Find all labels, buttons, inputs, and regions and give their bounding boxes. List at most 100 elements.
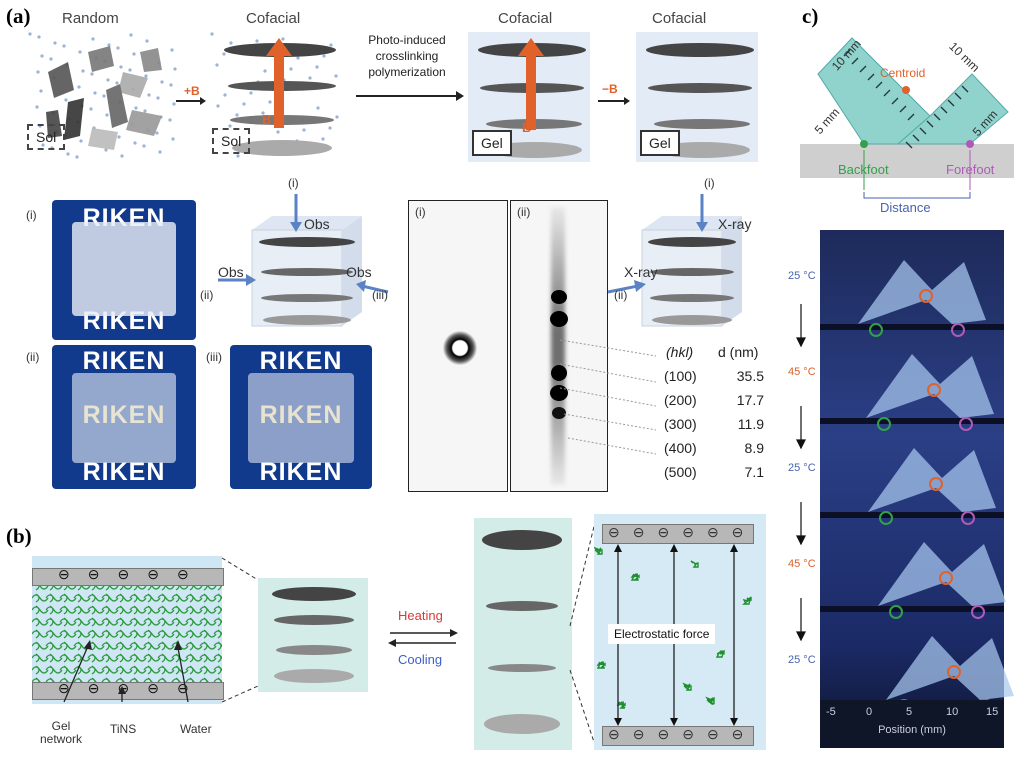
reflection-hkl: (400) [664, 440, 697, 456]
reflection-row: (300) 11.9 [664, 416, 774, 440]
gel-cube-2 [72, 373, 176, 463]
gel-network-line-2: network [40, 732, 83, 746]
axis-tick-label: 10 [946, 706, 959, 718]
reflection-d: 35.5 [736, 368, 764, 384]
reflection-row: (200) 17.7 [664, 392, 774, 416]
tins-label: TiNS [110, 722, 137, 736]
charge-20: ⊖ [682, 726, 707, 742]
reflection-leader-lines [559, 339, 657, 455]
obs-tag-i: (i) [288, 176, 299, 190]
charges-bottom: ⊖⊖⊖⊖⊖ [58, 680, 228, 697]
stack-cool-sheets [272, 587, 356, 683]
sol-tag-2: Sol [212, 128, 251, 154]
charge-5: ⊖ [176, 566, 207, 582]
observation-diagram [218, 194, 389, 327]
charge-6: ⊖ [58, 680, 88, 696]
reflection-d: 8.9 [744, 440, 764, 456]
reflection-row: (400) 8.9 [664, 440, 774, 464]
cofacial-gel-illustration-2 [646, 43, 754, 158]
reflection-d: 17.7 [736, 392, 764, 408]
zoom-lines-left [221, 557, 259, 703]
riken-photo-i: RIKEN RIKEN [52, 200, 196, 340]
stage-cofacial-label-2: Cofacial [498, 10, 553, 27]
cooling-label: Cooling [398, 652, 443, 667]
obs-label-left: Obs [218, 264, 244, 280]
xray-label-left: X-ray [624, 264, 658, 280]
xray-label-top: X-ray [718, 216, 752, 232]
reflection-table: (100) 35.5 (200) 17.7 (300) 11.9 (400) 8.9 (500)… [664, 368, 774, 488]
distance-label: Distance [880, 200, 931, 215]
tins-sheet-bottom [32, 682, 224, 700]
charge-2: ⊖ [87, 566, 118, 582]
temperature-label: 25 °C [788, 462, 816, 474]
forefoot-label: Forefoot [946, 162, 995, 177]
axis-tick-label: -5 [826, 706, 836, 718]
reflection-hkl: (300) [664, 416, 697, 432]
minus-b-label: −B [602, 82, 618, 96]
charge-7: ⊖ [87, 680, 118, 696]
diffraction-spot [443, 331, 477, 365]
zoom-lines-right [569, 517, 597, 749]
gel-cube [72, 222, 176, 316]
obs-tag-iii: (iii) [372, 288, 388, 302]
reflection-hkl: (100) [664, 368, 697, 384]
xray-tag-i: (i) [704, 176, 715, 190]
sol-tag-1: Sol [27, 124, 66, 150]
charge-1: ⊖ [58, 566, 88, 582]
legend-pointers [63, 640, 189, 703]
charge-16: ⊖ [731, 524, 757, 540]
timelapse-overlay [820, 260, 1014, 713]
reflection-d: 11.9 [737, 416, 764, 432]
charge-15: ⊖ [706, 524, 732, 540]
tins-sheet-hot-bottom [602, 726, 754, 746]
gel-tag-2: Gel [640, 130, 680, 156]
temperature-label: 45 °C [788, 558, 816, 570]
xray-tag-ii: (ii) [614, 288, 628, 302]
process-label: Photo-induced crosslinking polymerizatio… [352, 32, 462, 80]
stack-box-cool [258, 578, 368, 692]
charge-13: ⊖ [657, 524, 683, 540]
axis-tick-label: 15 [986, 706, 999, 718]
charge-21: ⊖ [706, 726, 732, 742]
charge-10: ⊖ [176, 680, 207, 696]
gel-network-line-1: Gel [51, 719, 71, 733]
reflection-hkl: (500) [664, 464, 697, 480]
heating-label: Heating [398, 608, 443, 623]
charges-top: ⊖⊖⊖⊖⊖ [58, 566, 228, 583]
reflection-hkl: (200) [664, 392, 697, 408]
obs-tag-ii: (ii) [200, 288, 214, 302]
water-label: Water [180, 722, 212, 736]
arrow-right-icon [176, 97, 206, 105]
field-b-label-2: B [522, 120, 532, 135]
axis-tick-label: 0 [866, 706, 873, 718]
obs-label-top: Obs [304, 216, 330, 232]
temperature-label: 25 °C [788, 654, 816, 666]
charge-9: ⊖ [147, 680, 177, 696]
axis-tick-label: 5 [906, 706, 913, 718]
arrow-right-icon-2 [598, 97, 630, 105]
gel-cube-3 [248, 373, 354, 463]
charge-8: ⊖ [117, 680, 148, 696]
random-sol-illustration [28, 32, 177, 159]
riken-text-top-2: RIKEN [82, 347, 166, 375]
tins-sheet-hot-top [602, 524, 754, 544]
heat-cool-arrows-icon [388, 629, 458, 647]
d-header: d (nm) [718, 344, 759, 360]
stage-cofacial-label-3: Cofacial [652, 10, 707, 27]
photo-tag-iii: (iii) [206, 350, 222, 364]
xray-pattern-tag-ii: (ii) [517, 205, 531, 219]
panel-c-label: c) [802, 4, 819, 28]
process-line-3: polymerization [368, 65, 446, 79]
reflection-row: (500) 7.1 [664, 464, 774, 488]
stage-cofacial-label-1: Cofacial [246, 10, 301, 27]
xray-pattern-ii: (ii) [510, 200, 608, 492]
reflection-row: (100) 35.5 [664, 368, 774, 392]
reflection-d: 7.1 [744, 464, 764, 480]
gel-tag-1: Gel [472, 130, 512, 156]
charge-11: ⊖ [608, 524, 633, 540]
riken-photo-iii: RIKEN RIKEN RIKEN [230, 345, 372, 489]
hot-charges-top: ⊖⊖⊖⊖⊖⊖ [608, 524, 756, 541]
hot-charges-bottom: ⊖⊖⊖⊖⊖⊖ [608, 726, 756, 743]
field-b-label-1: B [262, 112, 272, 127]
